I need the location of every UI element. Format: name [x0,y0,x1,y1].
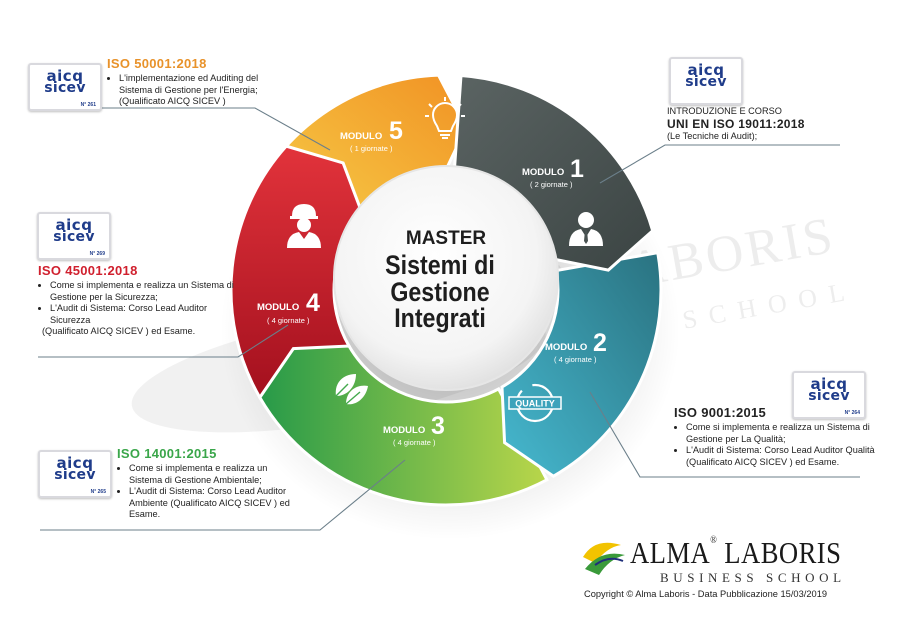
brand-registered: ® [710,535,718,546]
center-title-1: Sistemi di [385,250,495,280]
iso50001-title: ISO 50001:2018 [107,56,207,71]
uni19011-box: INTRODUZIONE E CORSO UNI EN ISO 19011:20… [667,106,867,142]
iso14001-list: Come si implementa e realizza un Sistema… [117,463,297,521]
ring-segment-module-4 [229,144,365,400]
module-4-duration: ( 4 giornate ) [267,316,310,325]
iso9001-box: ISO 9001:2015 Come si implementa e reali… [674,405,884,468]
module-2-number: 2 [593,329,607,357]
iso45001-tail: (Qualificato AICQ SICEV ) ed Esame. [42,326,196,336]
logo-text-aicq: aicq [46,67,84,85]
module-3-word: MODULO [383,425,425,436]
iso45001-item-2: L'Audit di Sistema: Corso Lead Auditor S… [50,303,238,326]
module-4-number: 4 [306,289,320,317]
module-5-number: 5 [389,117,403,145]
center-disc [333,165,559,391]
logo-number: N° 261 [80,102,96,108]
iso50001-item-1: L'implementazione ed Auditing del Sistem… [119,73,292,108]
center-title-2: Gestione [390,277,489,307]
logo-text-sicev: sicev [808,388,850,404]
iso14001-item-1: Come si implementa e realizza un Sistema… [129,463,297,486]
module-4-word: MODULO [257,302,299,313]
logo-text-sicev: sicev [53,229,95,245]
logo-text-sicev: sicev [44,80,86,96]
aicq-sicev-logo-uni: aicq sicev [669,57,743,105]
uni19011-intro: INTRODUZIONE E CORSO [667,106,782,116]
iso50001-box: ISO 50001:2018 L'implementazione ed Audi… [107,56,292,108]
alma-laboris-mark [583,542,625,575]
module-3-number: 3 [431,412,445,440]
center-master: MASTER [406,228,487,249]
brand-tagline: BUSINESS SCHOOL [660,570,846,585]
logo-text-aicq: aicq [55,216,93,234]
module-5-duration: ( 1 giornate ) [350,144,393,153]
copyright-text: Copyright © Alma Laboris - Data Pubblica… [584,589,828,599]
logo-text-aicq: aicq [687,61,725,79]
pointer-uni19011 [599,144,840,184]
uni19011-subtitle: (Le Tecniche di Audit); [667,130,758,141]
quality-badge-text: QUALITY [515,399,555,409]
aicq-sicev-logo-265: aicq sicev N° 265 [38,450,112,498]
module-2-word: MODULO [545,342,587,353]
worker-helmet-icon [287,204,321,248]
pointer-iso45001 [38,324,289,358]
iso45001-box: ISO 45001:2018 Come si implementa e real… [38,263,238,338]
ring-segment-module-3 [258,344,549,507]
iso9001-list: Come si implementa e realizza un Sistema… [674,422,884,468]
leaves-icon [335,374,368,405]
iso14001-title: ISO 14001:2015 [117,446,217,461]
lightbulb-icon [425,97,465,139]
brand-name: ALMA® LABORIS [630,535,841,571]
module-1-label: MODULO 1 ( 2 giornate ) [522,155,584,189]
module-1-number: 1 [570,155,584,183]
pointer-iso50001 [97,107,331,151]
aicq-sicev-logo-264: aicq sicev N° 264 [792,371,866,419]
module-3-duration: ( 4 giornate ) [393,438,436,447]
iso50001-list: L'implementazione ed Auditing del Sistem… [107,73,292,108]
logo-text-sicev: sicev [54,467,96,483]
uni19011-title: UNI EN ISO 19011:2018 [667,116,805,131]
iso14001-box: ISO 14001:2015 Come si implementa e real… [117,446,297,521]
aicq-sicev-logo-261: aicq sicev N° 261 [28,63,102,111]
brand-name-b: LABORIS [724,535,842,570]
pointer-iso9001 [589,391,860,478]
iso14001-item-2: L'Audit di Sistema: Corso Lead Auditor A… [129,486,297,521]
iso9001-title: ISO 9001:2015 [674,405,767,420]
module-1-duration: ( 2 giornate ) [530,180,573,189]
logo-text-sicev: sicev [685,74,727,90]
logo-number: N° 264 [844,410,860,416]
iso45001-item-1: Come si implementa e realizza un Sistema… [50,280,238,303]
brand-name-a: ALMA [630,535,711,570]
iso45001-title: ISO 45001:2018 [38,263,138,278]
aicq-sicev-logo-269: aicq sicev N° 269 [37,212,111,260]
module-1-word: MODULO [522,167,564,178]
logo-number: N° 269 [89,251,105,257]
logo-number: N° 265 [90,489,106,495]
user-icon [569,212,603,246]
module-5-word: MODULO [340,131,382,142]
iso9001-item-2: L'Audit di Sistema: Corso Lead Auditor Q… [686,445,884,468]
pointer-iso14001 [40,459,406,531]
logo-text-aicq: aicq [810,375,848,393]
module-5-label: MODULO 5 ( 1 giornate ) [340,117,403,153]
iso45001-list: Come si implementa e realizza un Sistema… [38,280,238,326]
iso9001-item-1: Come si implementa e realizza un Sistema… [686,422,884,445]
pointer-lines [38,107,860,531]
module-3-label: MODULO 3 ( 4 giornate ) [383,412,445,447]
center-title-3: Integrati [394,303,486,333]
module-2-duration: ( 4 giornate ) [554,355,597,364]
module-4-label: MODULO 4 ( 4 giornate ) [257,289,320,325]
logo-text-aicq: aicq [56,454,94,472]
quality-badge-icon: QUALITY [508,383,562,423]
module-2-label: MODULO 2 ( 4 giornate ) [545,329,607,364]
